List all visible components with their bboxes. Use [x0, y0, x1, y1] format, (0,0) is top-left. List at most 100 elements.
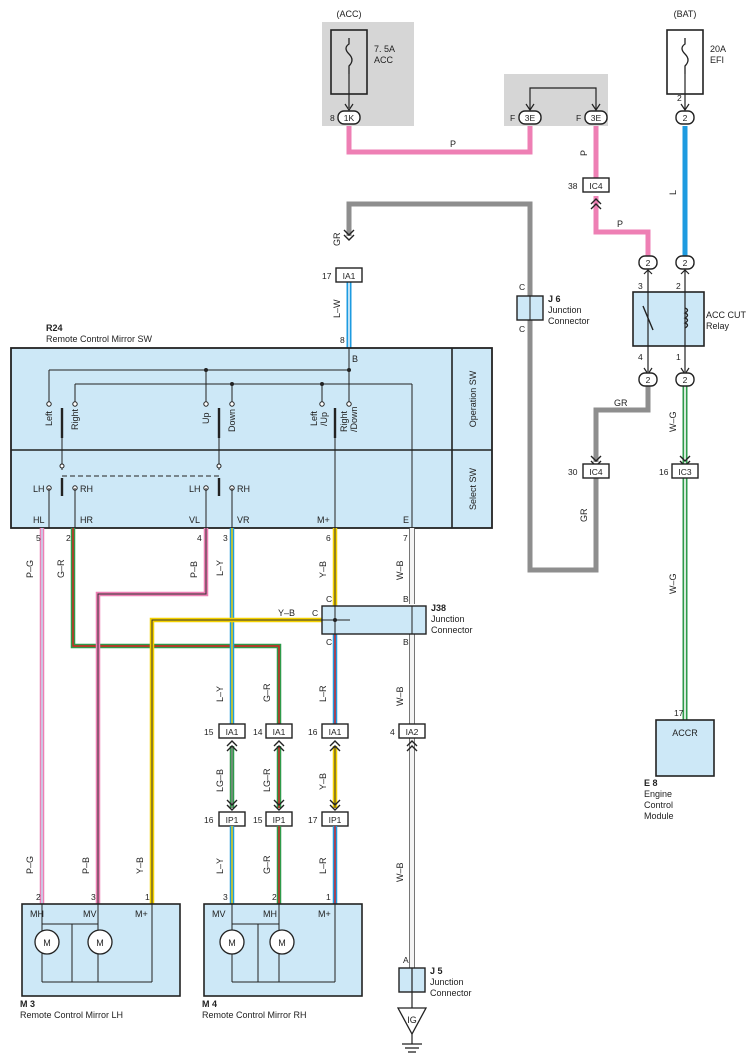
pin-2-hr: 2: [66, 533, 71, 543]
accr-label: ACCR: [672, 728, 698, 738]
pin-15-b: 15: [253, 815, 263, 825]
sw-right-label: Right: [70, 408, 80, 430]
pin-6: 6: [326, 533, 331, 543]
sw-leftup-label2: /Up: [319, 412, 329, 426]
term-mplus-label: M+: [317, 515, 330, 525]
connector-3e-b: [584, 110, 608, 125]
pin-4-relay: 4: [638, 352, 643, 362]
pin-17-accr: 17: [674, 708, 684, 718]
wire-label-ly-a: L–Y: [215, 560, 225, 576]
motor-m3-v-letter: M: [96, 938, 104, 948]
pin-j38-b1: B: [403, 594, 409, 604]
sw-leftup-label1: Left: [309, 410, 319, 426]
connector-ic3-label: IC3: [678, 467, 692, 477]
connector-ic4-a: [582, 177, 610, 193]
connector-ip1-b-label: IP1: [273, 815, 286, 825]
j5-code: J 5: [430, 966, 443, 976]
operation-sw-label: Operation SW: [468, 370, 478, 427]
wire-label-gr-c: G–R: [262, 855, 272, 874]
pin-17-b: 17: [308, 815, 318, 825]
wire-label-gr-low: GR: [579, 508, 589, 522]
j38-name1: Junction: [431, 614, 465, 624]
wire-label-lgr: LG–R: [262, 768, 272, 792]
j6-name1: Junction: [548, 305, 582, 315]
pin-j5-a: A: [403, 955, 409, 965]
j6-name2: Connector: [548, 316, 590, 326]
ig-label: IG: [407, 1015, 417, 1025]
e8-name3: Module: [644, 811, 674, 821]
connector-ia1-b-label: IA1: [273, 727, 286, 737]
pin-f-b: F: [576, 113, 581, 123]
m4-mh-label: MH: [263, 909, 277, 919]
wire-label-p-top: P: [450, 139, 456, 149]
pin-j38-c2: C: [312, 608, 318, 618]
sel-rh1-label: RH: [80, 484, 93, 494]
select-sw-label: Select SW: [468, 467, 478, 510]
wire-gr-relay: [593, 386, 651, 462]
motor-m3-h-letter: M: [43, 938, 51, 948]
wire-label-lw: L–W: [332, 299, 342, 318]
pin-j38-c3: C: [326, 637, 332, 647]
wire-label-gr-b: G–R: [262, 683, 272, 702]
pin-8-1k: 8: [330, 113, 335, 123]
pin-15-a: 15: [204, 727, 214, 737]
connector-efi-2: [675, 110, 695, 125]
pin-4-ia2: 4: [390, 727, 395, 737]
pin-m4-1: 1: [326, 892, 331, 902]
switch-r24: [10, 347, 493, 529]
connector-relay-3: [638, 255, 658, 270]
connector-ia1-c: [321, 723, 349, 739]
wire-label-pb-b: P–B: [81, 857, 91, 874]
ground-ig-icon: [396, 1007, 428, 1036]
wire-p-top: [346, 126, 533, 155]
wire-label-p-3e: P: [579, 150, 589, 156]
acc-fuse-icon: [345, 38, 353, 74]
connector-ia1-a-label: IA1: [226, 727, 239, 737]
connector-ic4-b: [582, 463, 610, 479]
pin-38: 38: [568, 181, 578, 191]
m3-mv-label: MV: [83, 909, 97, 919]
pin-m3-3: 3: [91, 892, 96, 902]
connector-ia1-top: [335, 267, 363, 283]
connector-ia1-top-label: IA1: [343, 271, 356, 281]
sw-rightdown-label2: /Down: [349, 406, 359, 432]
motor-m4-h-letter: M: [278, 938, 286, 948]
pin-f-a: F: [510, 113, 515, 123]
connector-relay-2: [675, 255, 695, 270]
motor-m3-v-icon: [87, 929, 113, 955]
wire-p-ic4: [593, 196, 651, 256]
motor-m3-h-icon: [34, 929, 60, 955]
connector-relay-3-label: 2: [646, 258, 651, 268]
wire-label-ly-c: L–Y: [215, 858, 225, 874]
pin-16-ic3: 16: [659, 467, 669, 477]
m4-name: Remote Control Mirror RH: [202, 1010, 307, 1020]
pin-m4-2: 2: [272, 892, 277, 902]
junction-3e-bridge: [529, 87, 597, 110]
term-vr-label: VR: [237, 515, 250, 525]
wire-label-pb-a: P–B: [189, 561, 199, 578]
sw-down-label: Down: [227, 409, 237, 432]
pin-5: 5: [36, 533, 41, 543]
acc-fuse-name: ACC: [374, 55, 394, 65]
wire-label-lr-a: L–R: [318, 685, 328, 702]
wire-label-yb-c: Y–B: [135, 857, 145, 874]
pin-j38-b2: B: [403, 637, 409, 647]
wire-label-wg-a: W–G: [668, 411, 678, 432]
pin-3-vr: 3: [223, 533, 228, 543]
pin-17-ia1: 17: [322, 271, 332, 281]
connector-3e-a: [518, 110, 542, 125]
pin-30: 30: [568, 467, 578, 477]
wire-label-yb-j38: Y–B: [278, 608, 295, 618]
connector-ip1-c-label: IP1: [329, 815, 342, 825]
sw-left-label: Left: [44, 410, 54, 426]
m4-mp-label: M+: [318, 909, 331, 919]
efi-fuse-rating: 20A: [710, 44, 726, 54]
m3-name: Remote Control Mirror LH: [20, 1010, 123, 1020]
connector-relay-2-label: 2: [683, 258, 688, 268]
relay-name1: ACC CUT: [706, 310, 747, 320]
wire-label-l: L: [668, 190, 678, 195]
acc-source-label: (ACC): [337, 9, 362, 19]
relay-contact: [642, 305, 654, 331]
wire-label-wg-b: W–G: [668, 573, 678, 594]
